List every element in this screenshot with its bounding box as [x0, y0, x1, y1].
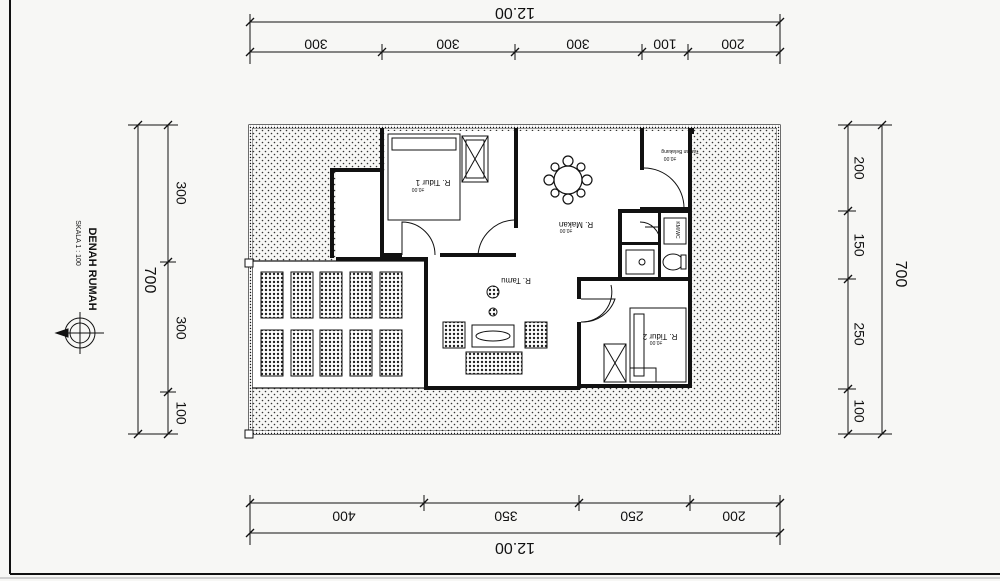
room-labels: R. Tidur 1 ±0.00 R. Makan ±0.00 R. Tamu …	[412, 148, 699, 345]
dim-top-1: 300	[304, 36, 328, 52]
dim-bottom-1: 400	[332, 508, 356, 524]
dining-table	[543, 155, 593, 205]
dimension-top	[245, 14, 785, 64]
dim-top-2: 300	[436, 36, 460, 52]
dim-left-2: 300	[173, 316, 189, 340]
label-tamu: R. Tamu	[501, 276, 531, 285]
label-tidur1-sub: ±0.00	[412, 186, 425, 192]
label-tidur2: R. Tidur 2	[642, 332, 677, 341]
label-makan: R. Makan	[559, 220, 593, 229]
dimension-bottom-text: 400 350 250 200 12.00	[332, 508, 746, 555]
title-block: DENAH RUMAH SKALA 1 : 100	[74, 220, 98, 310]
label-makan-sub: ±0.00	[560, 227, 573, 233]
label-jemur-sub: ±0.00	[664, 155, 677, 161]
dim-left-1: 300	[173, 181, 189, 205]
bathroom-fixtures	[625, 217, 687, 275]
dim-top-total: 12.00	[495, 4, 535, 21]
dim-bottom-3: 250	[620, 508, 644, 524]
drawing-scale: SKALA 1 : 100	[74, 220, 81, 266]
dim-bottom-4: 200	[722, 508, 746, 524]
dimension-bottom	[245, 495, 785, 545]
dim-right-2: 150	[851, 233, 867, 257]
dim-top-5: 200	[721, 36, 745, 52]
carport-tiles	[260, 271, 403, 377]
dim-top-4: 100	[653, 36, 677, 52]
doors	[401, 167, 685, 323]
dim-right-1: 200	[851, 156, 867, 180]
dim-bottom-2: 350	[494, 508, 518, 524]
dimension-left-text: 300 300 100 700	[141, 181, 190, 425]
corner-markers	[244, 258, 254, 439]
dim-right-4: 100	[851, 399, 867, 423]
dimension-right-text: 200 150 250 100 700	[851, 156, 908, 423]
label-tidur1: R. Tidur 1	[415, 178, 450, 187]
dim-left-total: 700	[141, 267, 158, 294]
living-furniture	[442, 285, 548, 375]
label-tidur2-sub: ±0.00	[650, 339, 663, 345]
dim-right-total: 700	[892, 261, 909, 288]
dim-left-3: 100	[173, 401, 189, 425]
drawing-title: DENAH RUMAH	[86, 227, 98, 310]
dim-right-3: 250	[851, 322, 867, 346]
label-jemur: Taman Belakang	[661, 148, 698, 154]
dimension-top-text: 12.00 300 300 300 100 200	[304, 4, 745, 53]
north-symbol-icon	[54, 312, 104, 354]
bed-2	[603, 307, 687, 383]
label-km: KM/WC	[674, 221, 680, 239]
dimension-left	[128, 120, 178, 439]
dim-top-3: 300	[566, 36, 590, 52]
dim-bottom-total: 12.00	[495, 539, 535, 556]
dimension-right	[838, 120, 892, 439]
bed-1	[387, 133, 489, 221]
